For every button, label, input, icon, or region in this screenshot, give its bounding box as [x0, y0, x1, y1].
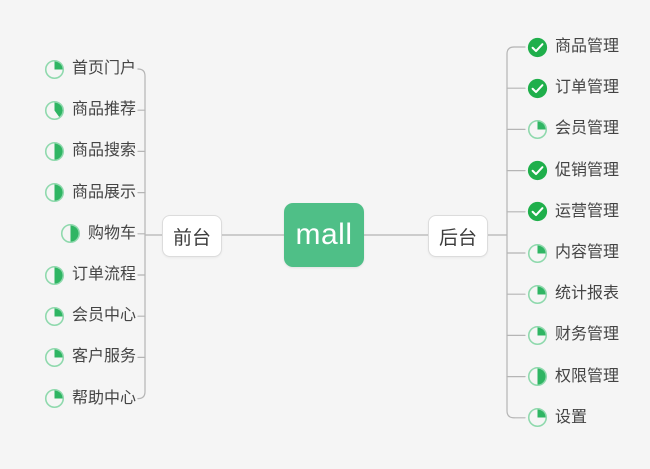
- leaf-frontend-7[interactable]: 会员中心: [0, 303, 136, 329]
- progress-pie-icon: [44, 389, 65, 409]
- leaf-label: 财务管理: [555, 326, 620, 344]
- progress-pie-icon: [527, 243, 548, 263]
- leaf-label: 首页门户: [71, 60, 136, 77]
- progress-pie-icon: [44, 100, 65, 120]
- branch-node-backend[interactable]: 后台: [428, 215, 488, 257]
- leaf-backend-2[interactable]: 订单管理: [527, 75, 619, 101]
- leaf-backend-10[interactable]: 设置: [527, 405, 587, 431]
- progress-pie-icon: [60, 224, 81, 244]
- leaf-label: 商品推荐: [71, 101, 136, 119]
- leaf-frontend-5[interactable]: 购物车: [0, 221, 136, 247]
- leaf-label: 促销管理: [555, 161, 620, 179]
- check-circle-icon: [527, 202, 548, 222]
- progress-pie-icon: [527, 408, 548, 428]
- leaf-label: 客户服务: [71, 348, 136, 366]
- leaf-backend-5[interactable]: 运营管理: [527, 199, 619, 225]
- leaf-label: 会员管理: [555, 120, 620, 138]
- progress-pie-icon: [44, 59, 65, 79]
- leaf-label: 权限管理: [555, 367, 620, 385]
- leaf-label: 订单管理: [555, 79, 620, 97]
- leaf-backend-7[interactable]: 统计报表: [527, 281, 619, 307]
- progress-pie-icon: [44, 306, 65, 326]
- progress-pie-icon: [44, 183, 65, 203]
- leaf-frontend-4[interactable]: 商品展示: [0, 180, 136, 206]
- leaf-label: 购物车: [87, 224, 136, 242]
- check-circle-icon: [527, 37, 548, 57]
- leaf-label: 订单流程: [71, 266, 136, 283]
- leaf-frontend-9[interactable]: 帮助中心: [0, 386, 136, 412]
- center-node-label: mall: [295, 218, 353, 251]
- leaf-label: 内容管理: [555, 244, 620, 261]
- progress-pie-icon: [527, 367, 548, 387]
- progress-pie-icon: [44, 347, 65, 367]
- leaf-label: 运营管理: [555, 202, 620, 220]
- leaf-label: 商品搜索: [71, 142, 136, 160]
- leaf-backend-4[interactable]: 促销管理: [527, 158, 619, 184]
- center-node[interactable]: mall: [284, 203, 364, 267]
- branch-node-backend-label: 后台: [438, 227, 477, 249]
- leaf-frontend-8[interactable]: 客户服务: [0, 344, 136, 370]
- leaf-label: 商品展示: [71, 183, 136, 201]
- leaf-frontend-1[interactable]: 首页门户: [0, 56, 136, 82]
- branch-node-frontend[interactable]: 前台: [162, 215, 222, 257]
- leaf-label: 设置: [555, 408, 588, 426]
- check-circle-icon: [527, 78, 548, 98]
- progress-pie-icon: [527, 284, 548, 304]
- leaf-backend-1[interactable]: 商品管理: [527, 34, 619, 60]
- leaf-backend-8[interactable]: 财务管理: [527, 322, 619, 348]
- leaf-backend-9[interactable]: 权限管理: [527, 364, 619, 390]
- leaf-label: 帮助中心: [71, 389, 136, 407]
- branch-node-frontend-label: 前台: [172, 227, 211, 249]
- leaf-backend-6[interactable]: 内容管理: [527, 240, 619, 266]
- leaf-frontend-6[interactable]: 订单流程: [0, 262, 136, 288]
- leaf-backend-3[interactable]: 会员管理: [527, 116, 619, 142]
- progress-pie-icon: [44, 141, 65, 161]
- check-circle-icon: [527, 160, 548, 181]
- progress-pie-icon: [527, 119, 548, 139]
- leaf-label: 会员中心: [71, 307, 136, 325]
- leaf-frontend-2[interactable]: 商品推荐: [0, 97, 136, 123]
- leaf-label: 统计报表: [555, 285, 620, 303]
- leaf-label: 商品管理: [555, 38, 620, 55]
- progress-pie-icon: [527, 325, 548, 345]
- progress-pie-icon: [44, 265, 65, 285]
- leaf-frontend-3[interactable]: 商品搜索: [0, 138, 136, 164]
